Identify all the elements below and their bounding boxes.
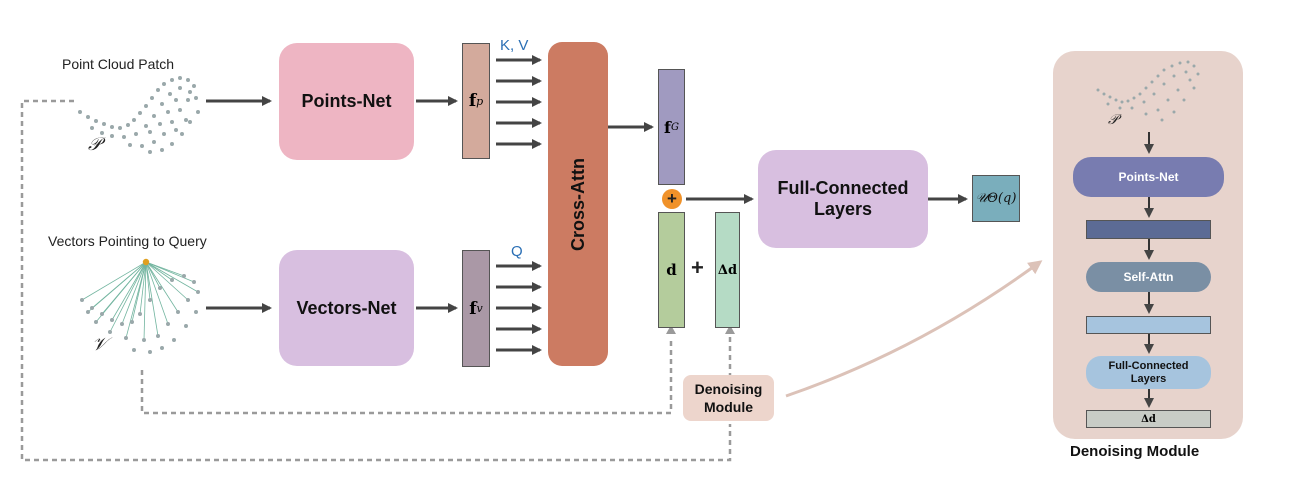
curved-arrow-to-panel <box>785 260 1043 398</box>
fv-main: f <box>469 298 477 319</box>
cross-attn-block: Cross-Attn <box>548 42 608 366</box>
dashed-connectors <box>20 99 732 462</box>
kv-arrows <box>496 55 542 149</box>
fv-sub: v <box>476 302 483 315</box>
denoising-line1: Denoising <box>694 381 763 397</box>
fg-main: f <box>664 117 671 137</box>
panel-feature-bar-1 <box>1086 220 1211 239</box>
panel-points-net: Points-Net <box>1073 157 1224 197</box>
panel-fc-line1: Full-Connected <box>1108 359 1189 372</box>
points-net-block: Points-Net <box>279 43 414 160</box>
panel-fc-line2: Layers <box>1130 372 1167 385</box>
vectors-pointing-label: Vectors Pointing to Query <box>48 233 207 249</box>
output-u-theta: 𝒰Θ(q) <box>972 175 1020 222</box>
plus-sign: + <box>691 255 704 280</box>
feature-d: d <box>658 212 685 328</box>
p-symbol: 𝒫 <box>88 134 101 155</box>
panel-title: Denoising Module <box>1070 443 1200 460</box>
point-cloud-patch-image <box>78 76 200 154</box>
fp-sub: p <box>476 94 484 108</box>
vectors-pointing-image <box>80 258 200 354</box>
panel-delta-d: Δd <box>1086 410 1211 428</box>
point-cloud-patch-label: Point Cloud Patch <box>62 56 175 72</box>
panel-fc-layers: Full-Connected Layers <box>1086 356 1211 389</box>
panel-p-symbol: 𝒫 <box>1108 112 1119 128</box>
plus-concat-icon: + <box>662 189 682 209</box>
q-label: Q <box>511 243 523 260</box>
fc-layers-block: Full-Connected Layers <box>758 150 928 248</box>
fc-layers-line1: Full-Connected <box>777 178 909 198</box>
fp-main: f <box>468 91 477 111</box>
cross-attn-label: Cross-Attn <box>567 157 588 251</box>
v-symbol: 𝒱 <box>92 334 107 355</box>
q-arrows <box>496 261 542 355</box>
denoising-line2: Module <box>704 399 753 415</box>
fc-layers-line2: Layers <box>813 199 873 219</box>
panel-point-cloud-image <box>1096 60 1200 122</box>
vectors-net-block: Vectors-Net <box>279 250 414 366</box>
panel-feature-bar-2 <box>1086 316 1211 334</box>
kv-label: K, V <box>500 37 529 54</box>
fg-sub: G <box>670 121 679 133</box>
panel-self-attn: Self-Attn <box>1086 262 1211 292</box>
feature-delta-d: Δd <box>715 212 740 328</box>
denoising-module-box: Denoising Module <box>683 375 774 421</box>
